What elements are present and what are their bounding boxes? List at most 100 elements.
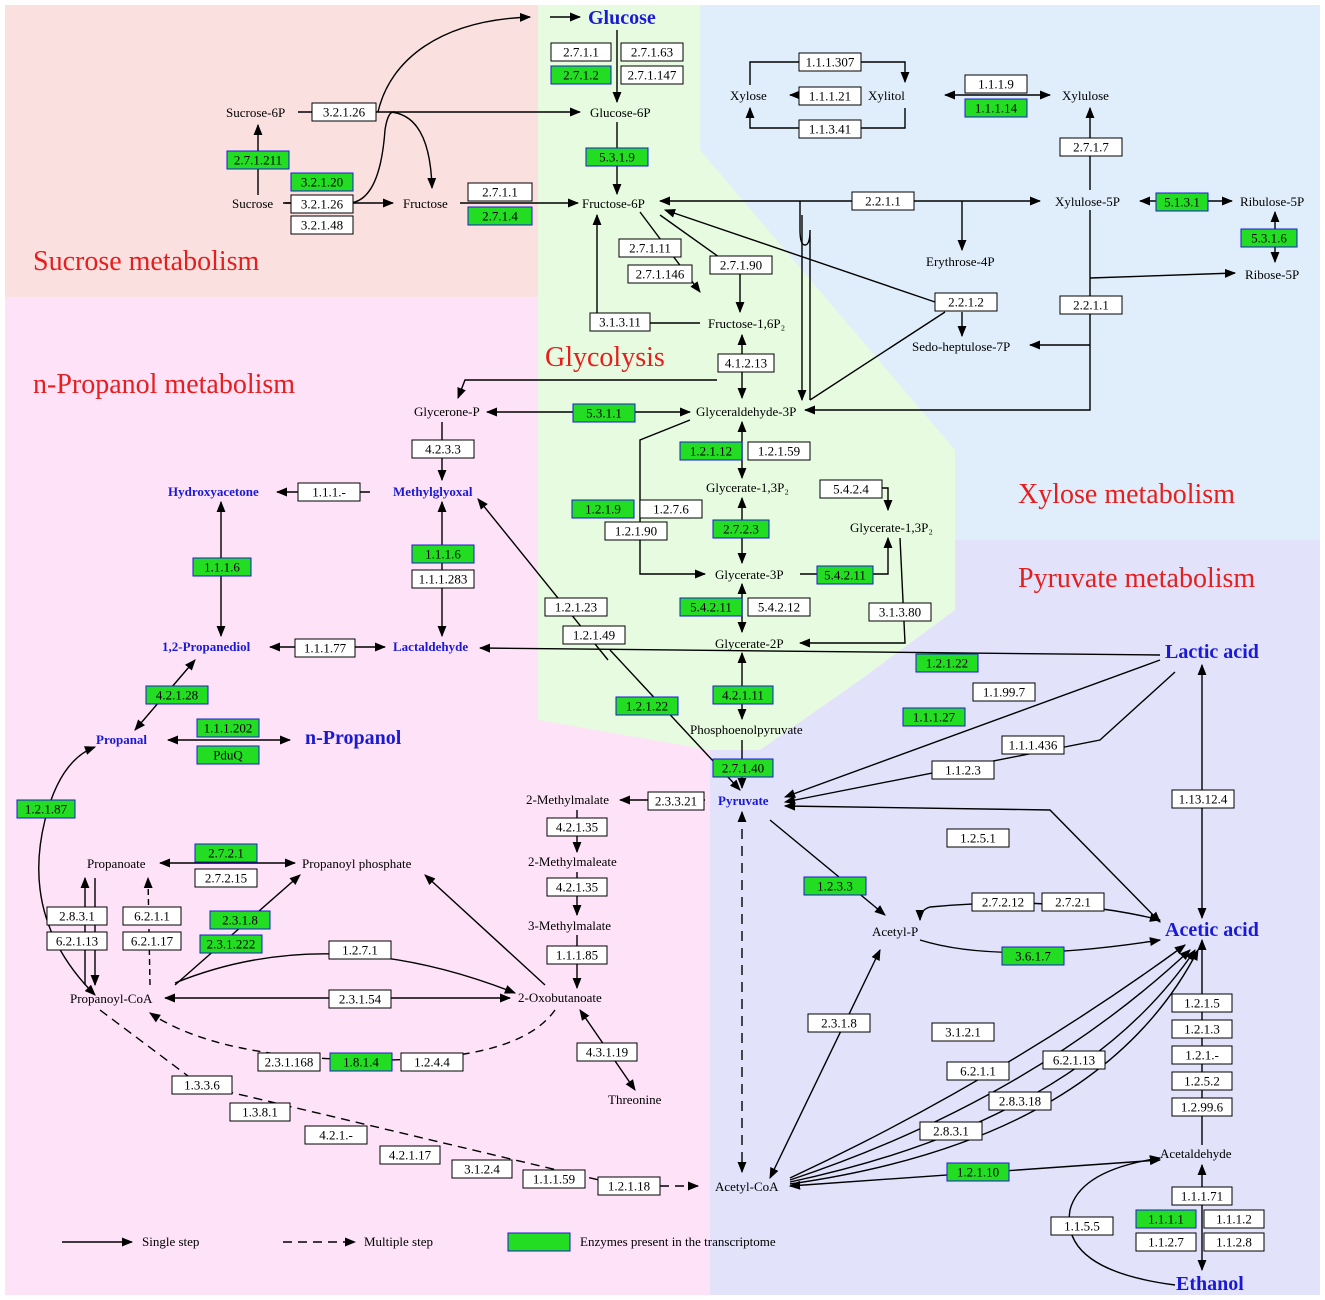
enzyme-box-rect [589,312,651,332]
enzyme-box-3-1-3-11: 3.1.3.11 [589,312,651,332]
enzyme-box-rect [1059,137,1123,157]
metabolite-pyruvate: Pyruvate [718,793,769,808]
enzyme-label: 2.7.1.2 [563,68,599,83]
enzyme-label: 1.1.3.41 [809,122,851,137]
enzyme-box-1-2-1-90: 1.2.1.90 [604,521,668,541]
enzyme-box-3-1-3-80: 3.1.3.80 [868,602,932,622]
enzyme-box-rect [747,441,811,461]
enzyme-box-2-7-1-1: 2.7.1.1 [467,182,533,202]
enzyme-box-rect [712,519,770,539]
enzyme-box-2-7-1-11: 2.7.1.11 [618,238,682,258]
enzyme-box-rect [562,625,626,645]
enzyme-box-6-2-1-1: 6.2.1.1 [122,906,182,926]
metabolite-glucose-6p: Glucose-6P [590,105,651,120]
enzyme-box-2-7-2-3: 2.7.2.3 [712,519,770,539]
metabolite-glucose: Glucose [588,7,656,29]
enzyme-label: 4.1.2.13 [725,356,767,371]
enzyme-box-rect [709,255,773,275]
enzyme-label: 1.1.1.14 [975,101,1018,116]
enzyme-box-1-2-1-87: 1.2.1.87 [16,799,76,819]
enzyme-box-rect [16,799,76,819]
enzyme-box-rect [171,1075,233,1095]
enzyme-box-rect [546,945,608,965]
metabolite-labels: Glucose Glucose-6P Sucrose-6P Sucrose Fr… [70,7,1304,1295]
enzyme-box-5-4-2-4: 5.4.2.4 [819,479,883,499]
enzyme-box-rect [931,760,995,780]
sucrose-metabolism-label: Sucrose metabolism [33,246,260,277]
enzyme-label: 1.1.1.6 [425,547,461,562]
enzyme-box-rect [615,696,679,716]
enzyme-box-1-2-7-1: 1.2.7.1 [328,940,392,960]
metabolite-acetyl-p: Acetyl-P [872,924,918,939]
enzyme-label: 1.1.1.283 [419,572,468,587]
enzyme-box-rect [915,653,979,673]
enzyme-box-rect [226,150,290,170]
enzyme-label: 1.2.1.22 [926,656,968,671]
enzyme-label: 1.1.1.- [312,485,346,500]
enzyme-label: 1.3.8.1 [242,1105,278,1120]
enzyme-label: 2.8.3.1 [933,1124,969,1139]
enzyme-label: 1.2.99.6 [1181,1100,1224,1115]
enzyme-box-2-8-3-1: 2.8.3.1 [46,906,108,926]
enzyme-box-rect [467,182,533,202]
enzyme-box-rect [1001,735,1065,755]
enzyme-box-1-2-7-6: 1.2.7.6 [639,499,703,519]
enzyme-box-2-7-1-90: 2.7.1.90 [709,255,773,275]
enzyme-label: 4.2.1.- [319,1128,353,1143]
enzyme-box-2-2-1-2: 2.2.1.2 [934,292,998,312]
enzyme-label: 1.1.1.77 [304,641,347,656]
enzyme-label: 1.13.12.4 [1179,792,1228,807]
enzyme-box-rect [1171,1097,1233,1117]
enzyme-box-1-1-1-85: 1.1.1.85 [546,945,608,965]
enzyme-box-rect [1042,1050,1106,1070]
metabolite-xylulose: Xylulose [1062,88,1109,103]
enzyme-label: 2.7.2.12 [982,895,1024,910]
enzyme-label: 1.1.1.6 [204,560,240,575]
enzyme-box-rect [934,292,998,312]
metabolite-fructose-6p: Fructose-6P [582,196,645,211]
enzyme-box-2-3-3-21: 2.3.3.21 [647,791,705,811]
enzyme-label: 1.1.1.27 [913,710,956,725]
enzyme-box-2-7-1-4: 2.7.1.4 [467,206,533,226]
enzyme-label: 1.2.1.5 [1184,996,1220,1011]
enzyme-label: 3.1.3.80 [879,605,921,620]
enzyme-box-rect [1171,993,1233,1013]
enzyme-box-1-2-1-10: 1.2.1.10 [946,1162,1010,1182]
enzyme-label: 1.1.1.2 [1216,1212,1252,1227]
metabolite-ribose-5p: Ribose-5P [1245,267,1299,282]
enzyme-box-1-1-1-21: 1.1.1.21 [798,86,862,106]
propanol-metabolism-label: n-Propanol metabolism [33,369,295,400]
enzyme-box-rect [798,52,862,72]
enzyme-label: 1.1.2.3 [945,763,981,778]
enzyme-label: 1.8.1.4 [343,1055,379,1070]
enzyme-box-1-2-3-3: 1.2.3.3 [803,876,867,896]
enzyme-box-rect [798,119,862,139]
enzyme-label: 1.2.1.90 [615,524,657,539]
enzyme-label: 1.1.1.85 [556,948,598,963]
enzyme-box-rect [290,172,354,192]
metabolite-glycerate-13p2: Glycerate-1,3P₂ [706,480,789,495]
enzyme-box-1-2-5-2: 1.2.5.2 [1171,1071,1233,1091]
enzyme-box-1-1-2-7: 1.1.2.7 [1135,1232,1197,1252]
enzyme-box-rect [522,1169,586,1189]
enzyme-box-rect [627,264,693,284]
enzyme-label: 1.1.1.9 [978,77,1014,92]
enzyme-box-rect [550,65,612,85]
enzyme-box-rect [194,843,258,863]
enzyme-box-1-2-1-18: 1.2.1.18 [597,1176,661,1196]
enzyme-box-rect [196,745,260,765]
enzyme-box-rect [868,602,932,622]
enzyme-box-rect [679,441,743,461]
enzyme-box-2-7-1-146: 2.7.1.146 [627,264,693,284]
legend-single-step: Single step [142,1234,199,1249]
enzyme-box-rect [311,102,377,122]
enzyme-box-rect [544,597,608,617]
enzyme-box-rect [597,1176,661,1196]
metabolite-glycerate-13p2-b: Glycerate-1,3P₂ [850,520,933,535]
enzyme-label: 5.4.2.11 [690,600,732,615]
enzyme-box-2-2-1-1: 2.2.1.1 [1059,295,1123,315]
enzyme-box-2-3-1-8: 2.3.1.8 [807,1013,871,1033]
legend-enzyme-swatch [507,1232,571,1252]
enzyme-label: 1.2.5.2 [1184,1074,1220,1089]
enzyme-label: 2.3.1.168 [265,1055,314,1070]
